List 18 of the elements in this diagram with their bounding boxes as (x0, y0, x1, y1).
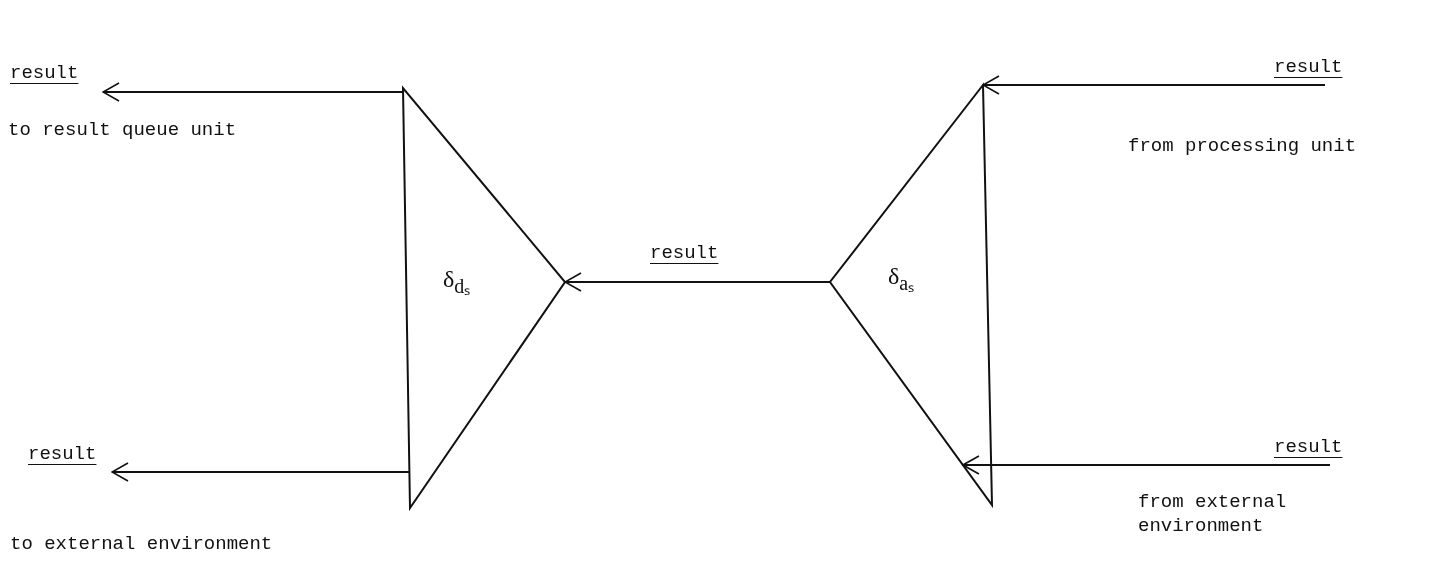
arrow (111, 462, 411, 482)
direction-note: from external environment (1138, 490, 1288, 538)
triangle-block (828, 83, 994, 507)
block-symbol: δ$_{dₛ}$ (443, 266, 471, 299)
arrow (564, 272, 831, 292)
triangle-block (403, 86, 567, 510)
edge-label: result (1272, 56, 1345, 78)
arrow (982, 75, 1326, 95)
edge-label: result (8, 62, 81, 84)
direction-note: from processing unit (1128, 134, 1358, 158)
direction-note: to external environment (10, 532, 274, 556)
edge-label: result (1272, 436, 1345, 458)
block-symbol: δ$_{aₛ}$ (888, 263, 915, 296)
arrow (962, 455, 1331, 475)
arrow (102, 82, 404, 102)
edge-label: result (26, 443, 99, 465)
direction-note: to result queue unit (8, 118, 238, 142)
edge-label: result (648, 242, 721, 264)
